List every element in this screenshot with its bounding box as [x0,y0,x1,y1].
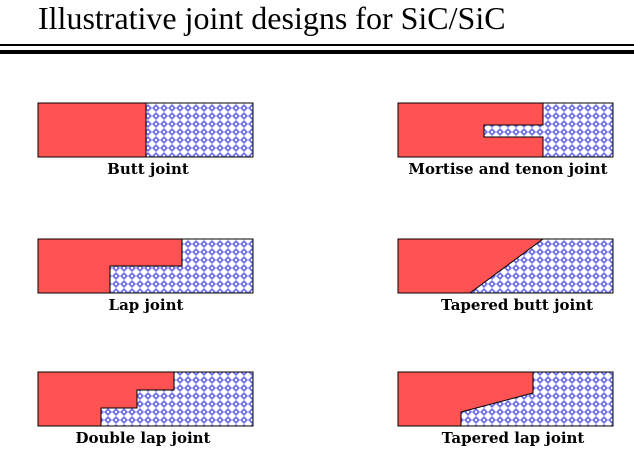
butt-joint-diagram [37,102,254,158]
tapered-lap-joint-solid-part [397,371,534,427]
mortise-joint-diagram [397,102,614,158]
mortise-joint-solid-part [397,102,544,158]
tapered-butt-joint-solid-part [397,238,545,294]
mortise-joint-label: Mortise and tenon joint [408,160,608,178]
tapered-butt-joint-diagram [397,238,614,294]
tapered-lap-joint-label: Tapered lap joint [441,429,585,447]
lap-joint-diagram [37,238,254,294]
page-title: Illustrative joint designs for SiC/SiC [38,0,506,36]
double-lap-joint-label: Double lap joint [75,429,211,447]
double-lap-joint-solid-part [37,371,175,427]
double-lap-joint-diagram [37,371,254,427]
lap-joint-solid-part [37,238,183,294]
title-rule-thin [0,44,634,46]
butt-joint-label: Butt joint [107,160,189,178]
tapered-lap-joint-diagram [397,371,614,427]
title-rule-thick [0,50,634,54]
tapered-butt-joint-label: Tapered butt joint [440,296,594,314]
lap-joint-label: Lap joint [108,296,184,314]
butt-joint-solid-part [37,102,147,158]
